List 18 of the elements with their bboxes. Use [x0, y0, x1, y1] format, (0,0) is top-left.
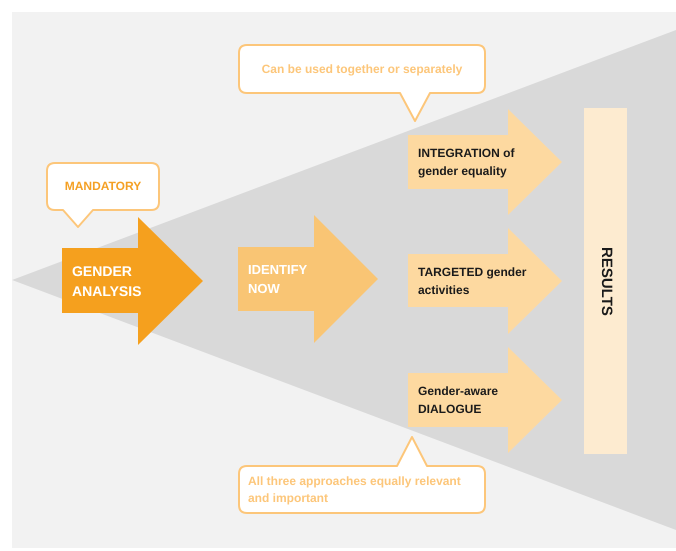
step-banner [62, 217, 203, 345]
step-banner [408, 347, 562, 453]
results-label: RESULTS [596, 246, 616, 316]
callout-text: MANDATORY [64, 178, 142, 195]
step-banner [238, 215, 378, 343]
callout-text: All three approaches equally relevant and important [248, 473, 462, 507]
callout-bubble [238, 436, 486, 514]
callout-bubble [238, 44, 486, 122]
step-banner [408, 109, 562, 215]
step-label: INTEGRATION of gender equality [418, 145, 516, 180]
step-label: GENDER ANALYSIS [72, 262, 143, 300]
results-bar [584, 108, 627, 454]
step-label: Gender-aware DIALOGUE [418, 383, 500, 418]
callout-bubble [46, 162, 160, 228]
step-banner [408, 228, 562, 334]
step-label: TARGETED gender activities [418, 264, 528, 298]
callout-text: Can be used together or separately [262, 60, 462, 78]
step-label: IDENTIFY NOW [248, 261, 308, 298]
